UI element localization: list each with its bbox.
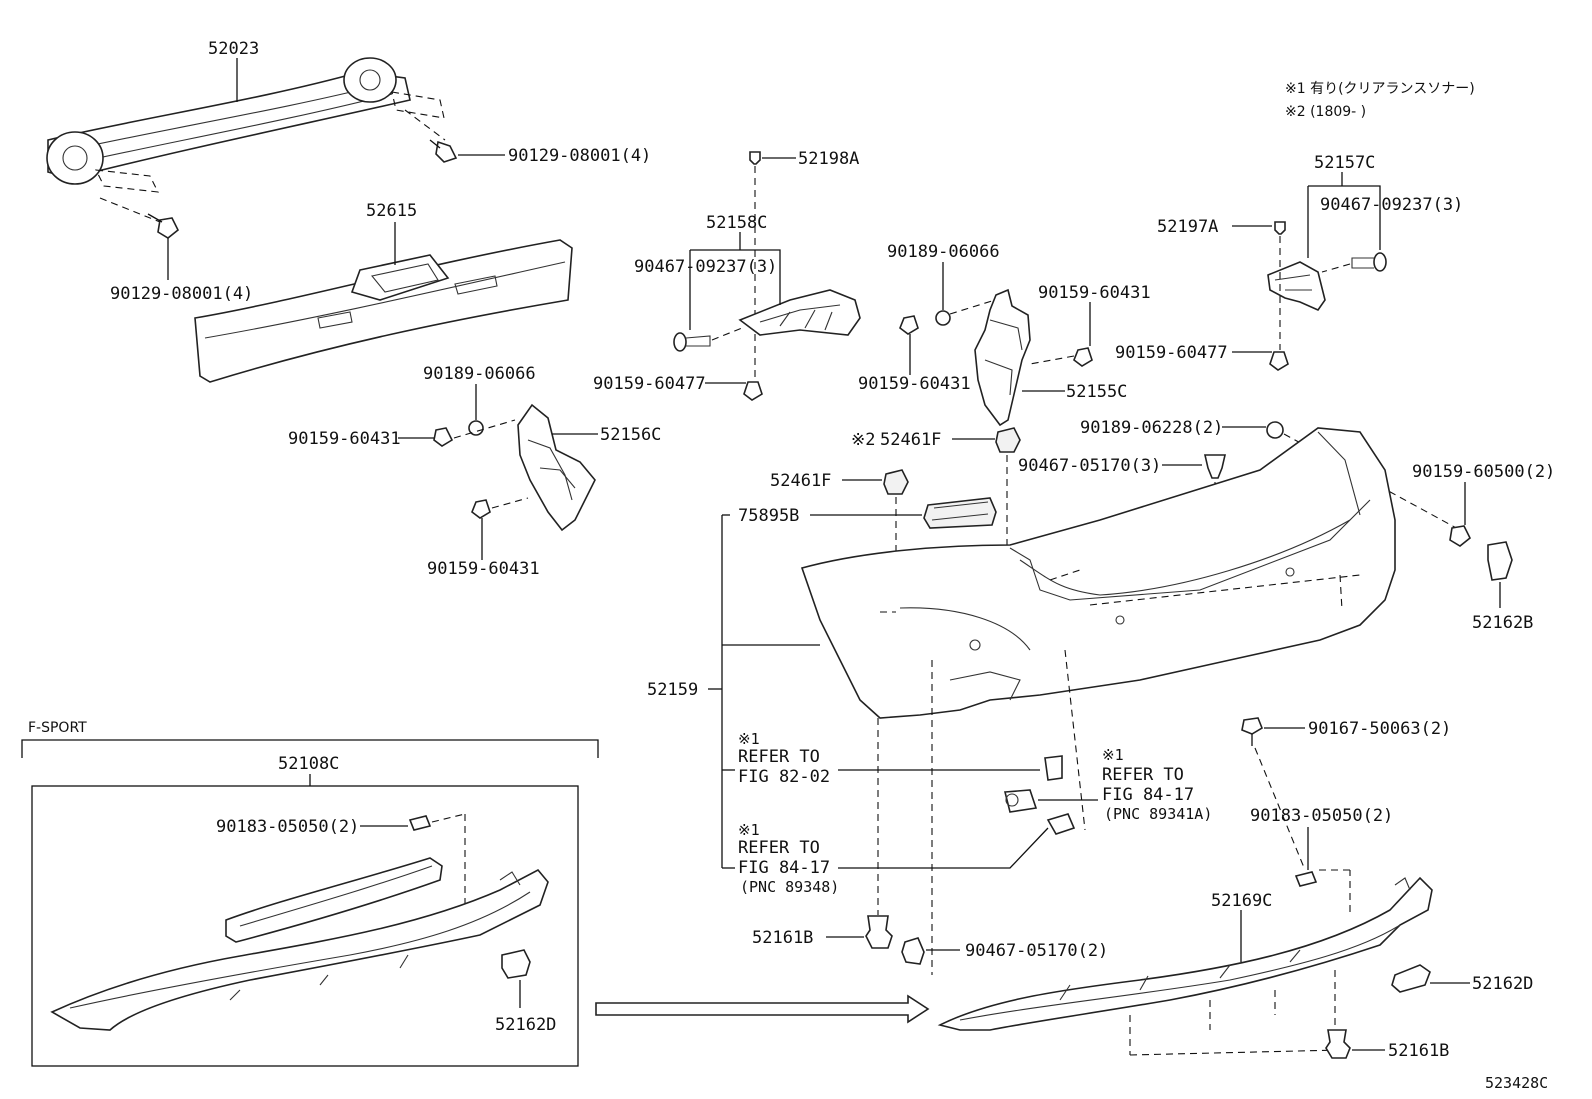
bolt-icon	[899, 315, 919, 335]
part-52162D-cover-right	[1391, 964, 1431, 993]
screw-icon	[1351, 252, 1387, 272]
label-52161B-center: 52161B	[752, 928, 813, 948]
label-52461F-upper: 52461F	[880, 430, 941, 450]
note-line-1: ※1 有り(クリアランスソナー)	[1285, 81, 1475, 97]
label-52461F-lower: 52461F	[770, 471, 831, 491]
parking-sensor-icon	[1003, 789, 1038, 813]
label-90129-08001-right: 90129-08001(4)	[508, 146, 651, 166]
label-52162D-fsport: 52162D	[495, 1015, 556, 1035]
clip-icon	[1274, 221, 1286, 235]
ref1-mark: ※1	[738, 730, 760, 748]
label-fsport: F-SPORT	[28, 720, 87, 736]
ref2-mark: ※1	[738, 821, 760, 839]
ref2-line3: (PNC 89348)	[740, 878, 839, 896]
bolt-icon	[471, 497, 529, 519]
ref1-line1: REFER TO	[738, 747, 820, 767]
figure-id: 523428C	[1485, 1074, 1548, 1092]
label-52161B-right: 52161B	[1388, 1041, 1449, 1061]
transition-arrow-icon	[595, 994, 930, 1024]
label-52155C: 52155C	[1066, 382, 1127, 402]
bolt-icon	[1449, 525, 1472, 547]
part-52156C-bumper-bracket-left	[517, 403, 596, 532]
bolt-icon	[1073, 347, 1093, 367]
label-90159-60477-left: 90159-60477	[593, 374, 706, 394]
label-90159-60477-right: 90159-60477	[1115, 343, 1228, 363]
label-90189-06228: 90189-06228(2)	[1080, 418, 1223, 438]
bolt-icon	[429, 139, 458, 163]
label-52169C: 52169C	[1211, 891, 1272, 911]
label-90159-60431-center-left: 90159-60431	[858, 374, 971, 394]
ref1-line2: FIG 82-02	[738, 767, 830, 787]
part-52157C-bumper-bracket	[1267, 261, 1326, 311]
grommet-icon	[1266, 421, 1284, 439]
part-52162D-cover-fsport	[501, 949, 531, 979]
label-90129-08001-left: 90129-08001(4)	[110, 284, 253, 304]
clip-icon	[1294, 871, 1318, 887]
screw-icon	[673, 332, 711, 352]
ref3-line1: REFER TO	[1102, 765, 1184, 785]
nut-icon	[935, 310, 951, 326]
ref3-line3: (PNC 89341A)	[1104, 805, 1212, 823]
label-52615: 52615	[366, 201, 417, 221]
label-52197A: 52197A	[1157, 217, 1218, 237]
mark-2: ※2	[851, 430, 875, 450]
label-90467-09237-right: 90467-09237(3)	[1320, 195, 1463, 215]
clip-icon	[1203, 454, 1227, 479]
bolt-icon	[743, 381, 763, 401]
label-52198A: 52198A	[798, 149, 859, 169]
bolt-icon	[1269, 351, 1289, 371]
label-90467-09237-left: 90467-09237(3)	[634, 257, 777, 277]
sensor-bracket-icon	[1044, 755, 1063, 781]
part-52169C-rear-lower-spoiler	[937, 876, 1433, 1031]
label-90189-06066-center: 90189-06066	[887, 242, 1000, 262]
label-90189-06066-left: 90189-06066	[423, 364, 536, 384]
part-52162B-cap	[1487, 541, 1513, 581]
label-90159-60431-center-right: 90159-60431	[1038, 283, 1151, 303]
label-90183-05050-fsport: 90183-05050(2)	[216, 817, 359, 837]
note-line-2: ※2 (1809- )	[1285, 104, 1366, 120]
clip-icon	[749, 151, 761, 165]
clip-icon	[408, 815, 432, 831]
label-90159-60500: 90159-60500(2)	[1412, 462, 1555, 482]
part-52023-bumper-reinforcement	[46, 57, 446, 223]
part-52159-rear-bumper-cover	[800, 427, 1396, 719]
label-90159-60431-bottom: 90159-60431	[427, 559, 540, 579]
fsport-kit-frame	[31, 785, 579, 1067]
bolt-icon	[147, 213, 180, 239]
ref2-line2: FIG 84-17	[738, 858, 830, 878]
label-90159-60431-left: 90159-60431	[288, 429, 401, 449]
part-fsport-diffuser-insert	[225, 857, 443, 943]
label-90467-05170-3: 90467-05170(3)	[1018, 456, 1161, 476]
part-52158C-bumper-bracket	[738, 289, 861, 336]
screw-icon	[1241, 717, 1263, 746]
pad-icon	[883, 469, 909, 495]
label-52159: 52159	[647, 680, 698, 700]
sensor-retainer-icon	[1046, 813, 1076, 835]
clip-icon	[1325, 1029, 1351, 1059]
pad-icon	[995, 427, 1021, 453]
label-52162B: 52162B	[1472, 613, 1533, 633]
part-75895B-reflector	[923, 497, 997, 529]
part-52615-energy-absorber	[194, 239, 573, 383]
ref3-mark: ※1	[1102, 746, 1124, 764]
label-90167-50063: 90167-50063(2)	[1308, 719, 1451, 739]
label-75895B: 75895B	[738, 506, 799, 526]
nut-icon	[468, 420, 484, 436]
label-52158C: 52158C	[706, 213, 767, 233]
label-52156C: 52156C	[600, 425, 661, 445]
label-52108C: 52108C	[278, 754, 339, 774]
ref2-line1: REFER TO	[738, 838, 820, 858]
clip-icon	[901, 937, 925, 965]
label-90183-05050-right: 90183-05050(2)	[1250, 806, 1393, 826]
part-fsport-lower-spoiler	[50, 868, 549, 1031]
label-52162D-right: 52162D	[1472, 974, 1533, 994]
part-52155C-bumper-bracket	[974, 288, 1031, 427]
label-52023: 52023	[208, 39, 259, 59]
label-52157C: 52157C	[1314, 153, 1375, 173]
bolt-icon	[433, 419, 516, 447]
label-90467-05170-2: 90467-05170(2)	[965, 941, 1108, 961]
clip-icon	[865, 915, 893, 949]
ref3-line2: FIG 84-17	[1102, 785, 1194, 805]
